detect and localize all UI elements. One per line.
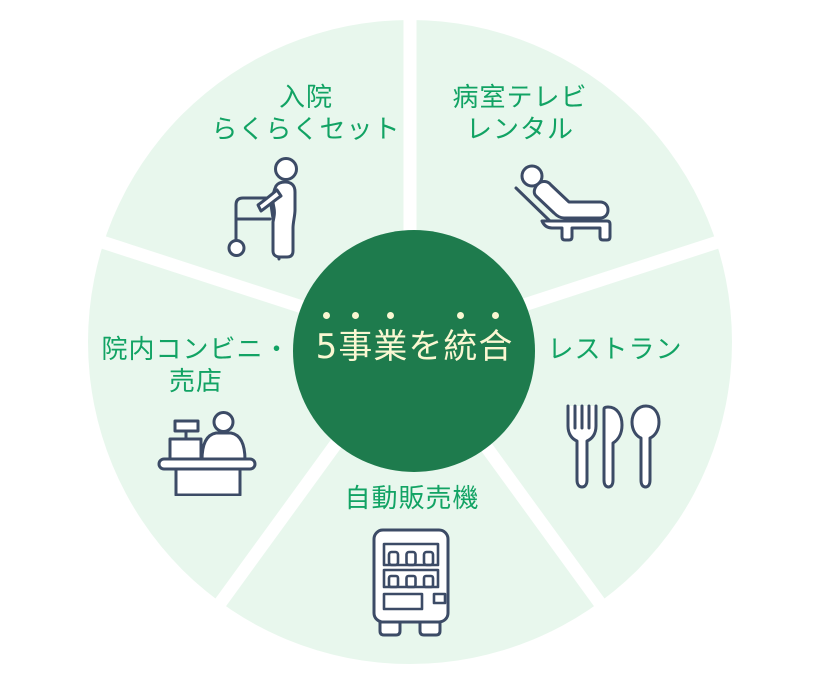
center-label-char: 統 [443,312,477,367]
register-body [168,437,203,461]
person-arm [256,188,283,213]
person-body [271,180,297,259]
bottle [422,550,435,567]
label-vending-machine: 自動販売機 [332,483,492,515]
segment-divider-lines [89,7,731,617]
label-nyuin-rakuraku-set: 入院 らくらくセット [186,82,426,146]
patient-body [532,180,610,220]
label-line: レストラン [547,335,683,365]
machine-foot [378,620,402,637]
cashier-body [200,431,247,462]
walker-handle [234,196,274,209]
register-display [173,419,200,433]
checkout-counter-icon [157,411,257,496]
center-circle [293,230,535,472]
label-konbini-baiten: 院内コンビニ・ 売店 [76,334,316,398]
recliner-backrest [514,186,554,225]
can [405,574,417,589]
cutlery-icon [566,404,661,489]
knife [602,405,624,489]
dispense-tray [382,592,424,611]
center-label-char: 5 [316,312,338,367]
label-line: らくらくセット [211,115,401,145]
label-line: 院内コンビニ・ [101,335,291,365]
can [387,574,400,589]
counter-top [157,457,257,471]
label-line: 売店 [168,367,223,397]
person-head [274,157,298,181]
label-line: 病室テレビ [452,83,588,113]
coin-slot [432,592,447,605]
machine-foot [418,620,442,637]
counter-front [174,467,242,496]
spoon [630,404,661,489]
label-byoshitsu-tv-rental: 病室テレビ レンタル [400,82,640,146]
patient-head [520,164,544,188]
bottle [405,550,417,567]
bottle [387,550,400,567]
label-restaurant: レストラン [535,334,695,366]
label-line: 自動販売機 [344,484,480,514]
cashier-head [212,411,235,433]
center-label-char: 業 [373,312,407,367]
person-with-walker-icon [227,157,298,261]
center-label-char: 事 [338,312,372,367]
walker-wheel [227,239,246,257]
reclining-patient-icon [514,164,612,242]
vending-machine-icon [372,528,450,637]
center-label-char: を [408,327,443,368]
label-line: 入院 [278,83,333,113]
recliner-base [540,219,612,242]
can [422,574,435,589]
center-label-char: 合 [478,312,512,367]
label-line: レンタル [465,115,574,145]
